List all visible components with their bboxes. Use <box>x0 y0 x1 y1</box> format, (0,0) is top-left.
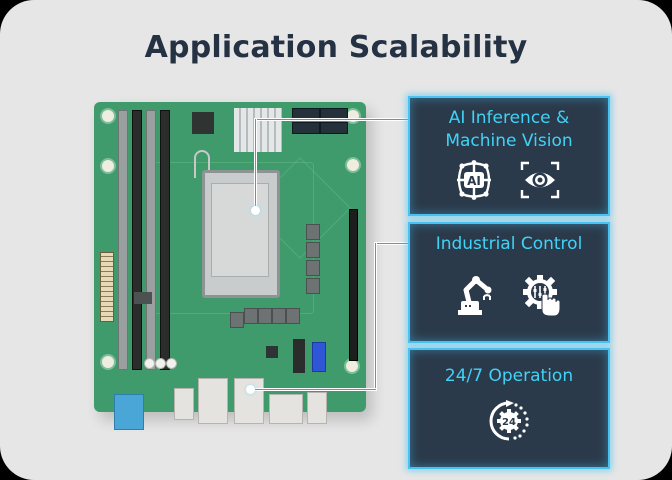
usb-header <box>312 342 326 372</box>
dimm-slot <box>118 110 128 370</box>
mount-hole <box>345 157 361 173</box>
sata-port <box>320 122 348 134</box>
inductor <box>230 312 244 328</box>
inductor <box>286 308 300 324</box>
feature-label-line1: AI Inference & <box>448 108 570 128</box>
dimm-slot <box>160 110 170 370</box>
capacitor <box>166 358 177 369</box>
sata-port <box>292 122 320 134</box>
capacitor <box>155 358 166 369</box>
gear-control-touch-icon <box>520 274 564 318</box>
vga-port <box>114 394 144 430</box>
ic <box>266 346 278 358</box>
connector-dot <box>246 385 255 394</box>
motherboard-image <box>94 102 366 430</box>
mount-hole <box>100 354 116 370</box>
page-title: Application Scalability <box>144 30 528 65</box>
socket-cover <box>211 183 269 277</box>
cpu-socket <box>202 170 280 298</box>
connector-line-industrial <box>250 388 377 391</box>
feature-label-line1: 24/7 Operation <box>444 366 574 386</box>
connector-line-industrial <box>374 242 377 391</box>
chipset <box>192 112 214 134</box>
ai-globe-icon: AI <box>454 160 494 200</box>
inductor <box>272 308 286 324</box>
inductor <box>306 260 320 276</box>
connector-line-industrial <box>375 242 415 245</box>
feature-box-24-7-operation: 24/7 Operation 24 <box>408 348 610 469</box>
connector-line-ai <box>254 118 257 210</box>
m2-slot <box>293 339 305 373</box>
mount-hole <box>100 158 116 174</box>
inductor <box>306 242 320 258</box>
connector-line-ai <box>255 118 413 121</box>
inductor <box>306 224 320 240</box>
ic <box>134 292 152 304</box>
inductor <box>258 308 272 324</box>
dimm-slot <box>146 110 156 370</box>
feature-label-line1: Industrial Control <box>435 234 583 254</box>
svg-text:24: 24 <box>502 417 516 428</box>
heatsink <box>234 108 282 152</box>
usb-port <box>174 388 194 420</box>
feature-label-line2: Machine Vision <box>445 131 573 151</box>
24-7-cycle-gear-icon: 24 <box>486 398 532 444</box>
dimm-slot <box>132 110 142 370</box>
socket-lever <box>194 150 210 178</box>
machine-vision-eye-icon <box>520 160 560 200</box>
hdmi-port <box>269 394 303 424</box>
capacitor <box>144 358 155 369</box>
inductor <box>306 278 320 294</box>
svg-text:AI: AI <box>467 174 481 188</box>
feature-box-ai-inference: AI Inference & Machine Vision AI <box>408 96 610 216</box>
connector-dot <box>251 206 260 215</box>
inductor <box>244 308 258 324</box>
audio-port <box>307 392 327 424</box>
atx-power-connector <box>100 252 114 322</box>
robot-arm-icon <box>454 274 498 318</box>
lan-port <box>198 378 228 424</box>
feature-box-industrial-control: Industrial Control <box>408 222 610 343</box>
mount-hole <box>100 108 116 124</box>
pcie-slot <box>349 209 358 361</box>
